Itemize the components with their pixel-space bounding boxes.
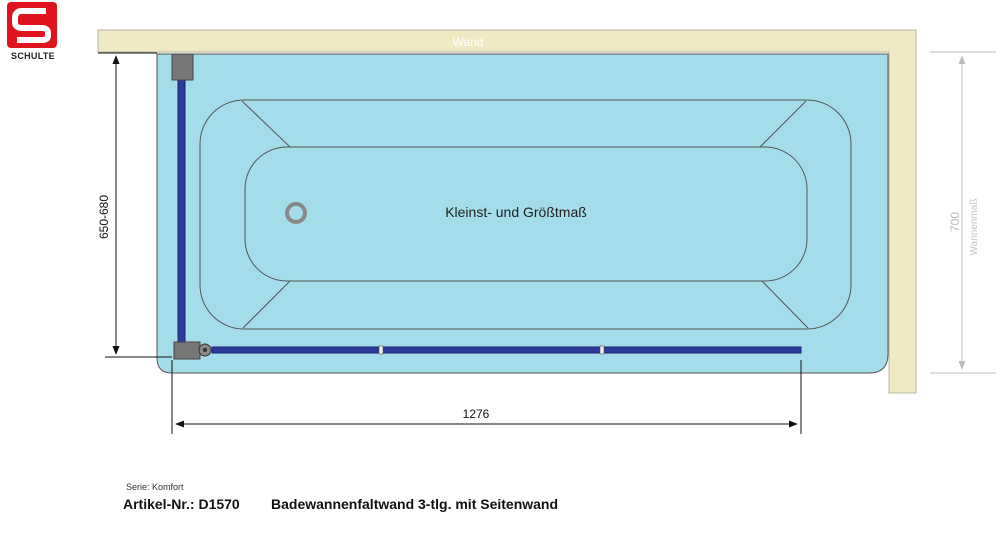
tub-dimension-label: Wannenmaß — [969, 199, 980, 256]
height-dimension — [98, 52, 172, 358]
product-series: Serie: Komfort — [126, 482, 184, 492]
drain-icon — [285, 202, 307, 224]
schulte-logo-icon — [7, 2, 57, 48]
corner-fitting — [173, 341, 201, 360]
tub-dimension — [930, 51, 996, 374]
schulte-logo: SCHULTE — [0, 0, 66, 62]
panel-hinge — [599, 345, 605, 355]
wall — [97, 29, 917, 394]
wall-label: Wand — [453, 35, 484, 49]
rim-corner-lines — [241, 100, 809, 329]
bathtub-plan: Wand Kleinst- und Größtmaß — [97, 29, 996, 434]
width-dimension-value: 1276 — [463, 407, 490, 421]
article-number: Artikel-Nr.: D1570 — [123, 496, 240, 512]
product-title: Badewannenfaltwand 3-tlg. mit Seitenwand — [271, 496, 559, 512]
logo-wordmark: SCHULTE — [11, 51, 55, 61]
width-dimension — [171, 360, 802, 434]
top-wall-fitting — [171, 53, 194, 81]
tub-dimension-value: 700 — [948, 212, 962, 232]
folding-panel-profile — [211, 346, 802, 354]
bathtub-basin — [244, 146, 808, 282]
tub-size-label: Kleinst- und Größtmaß — [445, 204, 587, 220]
panel-hinge — [378, 345, 384, 355]
height-dimension-value: 650-680 — [97, 195, 111, 239]
side-wall-profile — [177, 79, 186, 347]
